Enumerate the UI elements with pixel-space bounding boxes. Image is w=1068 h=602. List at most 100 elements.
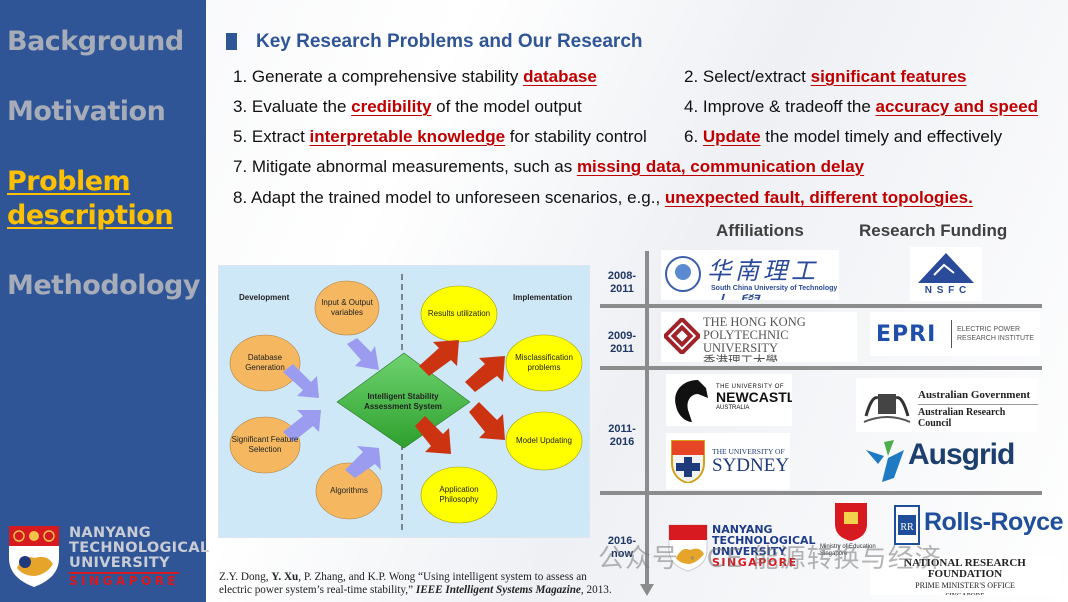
watermark: 公众号 · CE 能源转换与经济 bbox=[598, 544, 942, 574]
scut-en: South China University of Technology bbox=[711, 285, 838, 292]
problem-item-2: 2. Select/extract significant features bbox=[684, 67, 967, 87]
moe-crest-icon bbox=[835, 503, 867, 541]
problem-highlight: accuracy and speed bbox=[875, 97, 1039, 116]
citation-author-highlight: Y. Xu bbox=[271, 571, 299, 583]
problem-highlight: credibility bbox=[351, 97, 432, 116]
logo-newcastle: THE UNIVERSITY OF NEWCASTLE AUSTRALIA bbox=[666, 374, 792, 426]
system-diagram: Development Implementation Input & Outpu… bbox=[218, 265, 590, 538]
citation-title: , P. Zhang, and K.P. Wong “Using intelli… bbox=[219, 571, 587, 596]
title-marker bbox=[226, 33, 237, 50]
year-start: 2009- bbox=[607, 330, 637, 342]
newcastle-seahorse-icon bbox=[675, 380, 708, 422]
problem-text: for stability control bbox=[505, 127, 647, 146]
problem-item-1: 1. Generate a comprehensive stability da… bbox=[233, 67, 597, 87]
nrf-text: NATIONAL RESEARCH FOUNDATION PRIME MINIS… bbox=[870, 555, 1060, 596]
year-start: 2016- bbox=[607, 535, 637, 547]
node-input-output-variables: Input & Output variables bbox=[321, 298, 373, 317]
year-end: 2011 bbox=[610, 343, 634, 355]
ntu-logo: NANYANG TECHNOLOGICAL UNIVERSITY SINGAPO… bbox=[7, 524, 209, 592]
ntu-line2: TECHNOLOGICAL bbox=[69, 540, 210, 556]
problem-text: 3. Evaluate the bbox=[233, 97, 352, 116]
ntu-shield-small-icon bbox=[668, 524, 708, 572]
citation: Z.Y. Dong, Y. Xu, P. Zhang, and K.P. Won… bbox=[219, 571, 619, 597]
epri-full-name: ELECTRIC POWER RESEARCH INSTITUTE bbox=[957, 325, 1034, 343]
nrf-line3: SINGAPORE bbox=[870, 591, 1060, 595]
ntu-affiliation-text: NANYANG TECHNOLOGICAL UNIVERSITY SINGAPO… bbox=[712, 524, 816, 568]
polyu-cn: 香港理工大學 bbox=[703, 354, 779, 363]
nav-item-motivation[interactable]: Motivation bbox=[7, 96, 166, 127]
epri-mark: EPRI bbox=[876, 322, 937, 347]
problem-text: 5. Extract bbox=[233, 127, 310, 146]
period-2011-2016: 2011-2016 bbox=[600, 423, 644, 449]
row-divider bbox=[600, 366, 1042, 370]
nrf-line2: PRIME MINISTER'S OFFICE bbox=[915, 581, 1015, 590]
node-intelligent-stability-assessment-system: Intelligent Stability Assessment System bbox=[364, 392, 442, 411]
ntu-aff-line4: SINGAPORE bbox=[712, 556, 798, 569]
year-end: 2016 bbox=[609, 436, 635, 448]
year-start: 2008- bbox=[607, 270, 637, 282]
nav-item-label-line2: description bbox=[7, 200, 174, 231]
polyu-knot-icon bbox=[664, 318, 700, 354]
nrf-line1: NATIONAL RESEARCH FOUNDATION bbox=[904, 557, 1026, 580]
polyu-text: THE HONG KONG POLYTECHNIC UNIVERSITY 香港理… bbox=[703, 315, 857, 363]
node-application-philosophy: Application Philosophy bbox=[439, 485, 479, 504]
newcastle-line3: AUSTRALIA bbox=[716, 405, 750, 411]
problem-text: 7. Mitigate abnormal measurements, such … bbox=[233, 157, 577, 176]
ntu-line1: NANYANG bbox=[69, 525, 151, 541]
nsfc-text: N S F C bbox=[924, 285, 968, 296]
period-2009-2011: 2009-2011 bbox=[600, 330, 644, 356]
node-database-generation: Database Generation bbox=[245, 353, 285, 372]
polyu-line2: POLYTECHNIC UNIVERSITY bbox=[703, 328, 789, 355]
year-end: now bbox=[611, 548, 633, 560]
year-start: 2011- bbox=[608, 423, 636, 435]
row-divider bbox=[600, 304, 1042, 308]
problem-text: 1. Generate a comprehensive stability bbox=[233, 67, 524, 86]
newcastle-text: THE UNIVERSITY OF NEWCASTLE AUSTRALIA bbox=[716, 384, 792, 411]
problem-item-3: 3. Evaluate the credibility of the model… bbox=[233, 97, 582, 117]
ntu-line3: UNIVERSITY bbox=[69, 555, 170, 571]
coat-of-arms-icon bbox=[863, 394, 911, 423]
sydney-line1: THE UNIVERSITY OF bbox=[712, 447, 785, 456]
problem-text: of the model output bbox=[431, 97, 582, 116]
nav-item-label-line1: Problem bbox=[7, 166, 131, 197]
problem-text: the model timely and effectively bbox=[760, 127, 1003, 146]
problem-item-5: 5. Extract interpretable knowledge for s… bbox=[233, 127, 647, 147]
epri-line2: RESEARCH INSTITUTE bbox=[957, 335, 1035, 342]
svg-text:RR: RR bbox=[900, 522, 914, 533]
year-end: 2011 bbox=[610, 283, 634, 295]
row-divider bbox=[600, 491, 1042, 495]
newcastle-line1: THE UNIVERSITY OF bbox=[716, 384, 785, 390]
problem-highlight: interpretable knowledge bbox=[309, 127, 506, 146]
problem-highlight: unexpected fault, different topologies. bbox=[664, 188, 973, 207]
problem-highlight: significant features bbox=[810, 67, 967, 86]
citation-year: , 2013. bbox=[580, 584, 612, 596]
development-label: Development bbox=[239, 293, 290, 302]
arc-line1: Australian Government bbox=[918, 389, 1038, 405]
affiliations-heading: Affiliations bbox=[716, 221, 804, 240]
nav-item-methodology[interactable]: Methodology bbox=[7, 270, 200, 301]
citation-authors: Z.Y. Dong, bbox=[219, 571, 272, 583]
logo-polyu: THE HONG KONG POLYTECHNIC UNIVERSITY 香港理… bbox=[661, 312, 857, 362]
logo-scut: 华南理工大學 South China University of Technol… bbox=[661, 250, 839, 300]
nav-item-background[interactable]: Background bbox=[7, 26, 184, 57]
problem-highlight: missing data, communication delay bbox=[576, 157, 865, 176]
logo-rolls-royce: RR Rolls-Royce bbox=[892, 503, 1064, 547]
node-misclassification-problems: Misclassification problems bbox=[515, 353, 573, 372]
node-algorithms: Algorithms bbox=[330, 486, 368, 495]
timeline-axis bbox=[645, 251, 649, 586]
moe-text: Ministry of Education Singapore bbox=[820, 544, 876, 557]
node-results-utilization: Results utilization bbox=[427, 309, 491, 318]
research-funding-heading: Research Funding bbox=[859, 221, 1008, 240]
arc-line2: Australian Research Council bbox=[918, 407, 1006, 429]
polyu-line1: THE HONG KONG bbox=[703, 315, 806, 329]
node-significant-feature-selection: Significant Feature Selection bbox=[231, 435, 299, 454]
period-2008-2011: 2008-2011 bbox=[600, 270, 644, 296]
ntu-aff-line1: NANYANG bbox=[712, 523, 773, 536]
logo-moe: Ministry of Education Singapore bbox=[818, 500, 880, 560]
sydney-crest-icon bbox=[671, 440, 705, 483]
logo-epri: EPRI ELECTRIC POWER RESEARCH INSTITUTE bbox=[870, 312, 1040, 356]
logo-ntu-affiliation: NANYANG TECHNOLOGICAL UNIVERSITY SINGAPO… bbox=[666, 520, 816, 574]
nav-item-problem-description[interactable]: Problem description bbox=[7, 165, 174, 233]
page-title: Key Research Problems and Our Research bbox=[256, 31, 643, 52]
period-2016-now: 2016-now bbox=[600, 535, 644, 561]
